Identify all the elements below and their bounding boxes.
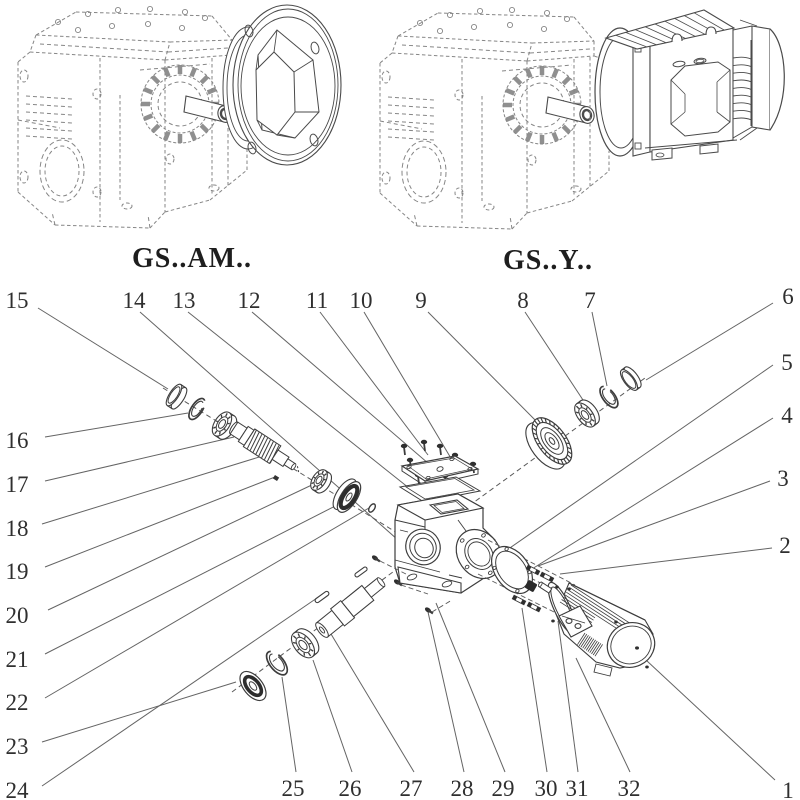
svg-text:19: 19 <box>6 559 29 584</box>
svg-text:2: 2 <box>779 533 791 558</box>
svg-text:4: 4 <box>781 403 793 428</box>
svg-text:GS..AM..: GS..AM.. <box>132 243 252 274</box>
svg-text:14: 14 <box>123 288 147 313</box>
svg-text:24: 24 <box>6 778 30 800</box>
svg-text:9: 9 <box>415 288 427 313</box>
svg-text:32: 32 <box>618 776 641 800</box>
svg-text:20: 20 <box>6 603 29 628</box>
svg-text:8: 8 <box>517 288 529 313</box>
svg-text:23: 23 <box>6 734 29 759</box>
svg-text:12: 12 <box>238 288 261 313</box>
svg-text:16: 16 <box>6 428 29 453</box>
svg-text:7: 7 <box>584 288 596 313</box>
svg-text:17: 17 <box>6 472 29 497</box>
svg-text:31: 31 <box>566 776 589 800</box>
svg-text:18: 18 <box>6 516 29 541</box>
svg-text:29: 29 <box>492 776 515 800</box>
svg-text:13: 13 <box>173 288 196 313</box>
svg-text:GS..Y..: GS..Y.. <box>503 245 593 276</box>
svg-text:11: 11 <box>306 288 328 313</box>
svg-text:25: 25 <box>282 776 305 800</box>
svg-text:26: 26 <box>339 776 362 800</box>
svg-text:3: 3 <box>777 466 789 491</box>
svg-text:21: 21 <box>6 647 29 672</box>
svg-text:22: 22 <box>6 690 29 715</box>
svg-text:1: 1 <box>782 778 794 800</box>
svg-text:5: 5 <box>781 350 793 375</box>
svg-text:28: 28 <box>451 776 474 800</box>
svg-text:30: 30 <box>535 776 558 800</box>
svg-text:27: 27 <box>400 776 423 800</box>
svg-text:10: 10 <box>350 288 373 313</box>
svg-text:6: 6 <box>782 284 794 309</box>
svg-text:15: 15 <box>6 288 29 313</box>
